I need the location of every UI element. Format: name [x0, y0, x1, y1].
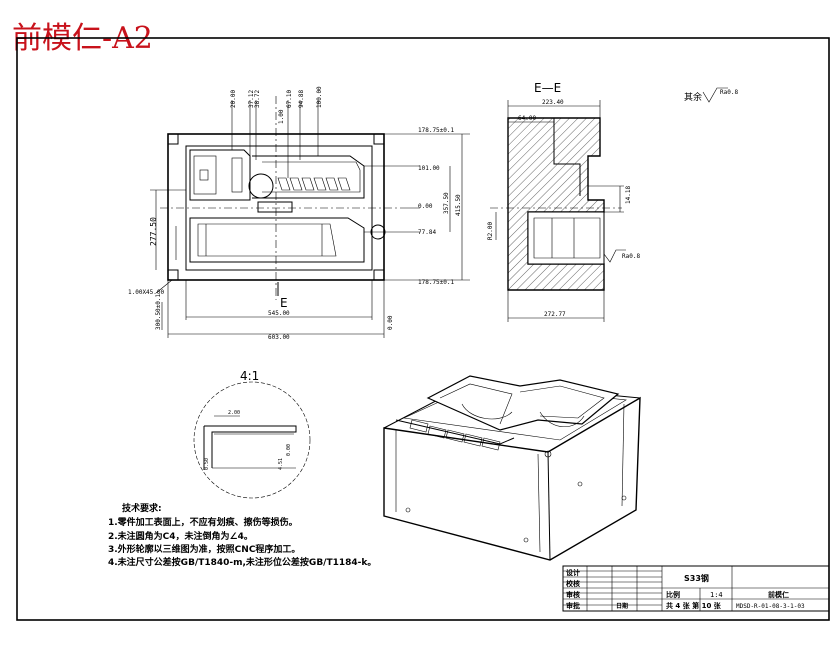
plan-right-dim-4: 77.84	[418, 229, 436, 236]
plan-top-dim-1: 20.00	[230, 90, 237, 108]
section-top-overall: 223.40	[542, 99, 564, 106]
tb-drawing-number: MDSD-R-01-08-3-1-03	[736, 603, 805, 610]
plan-view	[160, 96, 400, 300]
section-label: E—E	[534, 81, 561, 95]
plan-bottom-overall: 603.00	[268, 334, 290, 341]
plan-bottom-inner: 545.00	[268, 310, 290, 317]
section-left-dim: R2.00	[487, 222, 494, 240]
section-mark-bottom: E	[280, 296, 288, 310]
title-block: 设计 校核 审核 审批 日期 S33钢 比例 1:4 前模仁 共 4 张 第 1…	[562, 565, 830, 612]
roughness-rest-value: Ra0.8	[720, 89, 738, 96]
plan-top-dim-3: 38.72	[254, 90, 261, 108]
tech-req-item-2: 2.未注圆角为C4，未注倒角为∠4。	[108, 530, 253, 542]
detail-dim-3: 4.51	[278, 458, 284, 470]
isometric-view	[383, 375, 641, 561]
plan-top-dim-6: 100.00	[316, 86, 323, 108]
roughness-rest-label: 其余	[684, 91, 702, 103]
section-view: E—E 223.40 64.00 14.18 R2.00 272.77	[487, 81, 640, 322]
plan-top-dim-4: 67.10	[286, 90, 293, 108]
plan-right-dim-1: 178.75±0.1	[418, 127, 455, 134]
plan-right-overall: 415.50	[455, 194, 462, 216]
tb-scale-label: 比例	[666, 590, 680, 599]
tb-designer-label: 设计	[566, 568, 580, 577]
plan-top-dim-2: 37.12	[248, 90, 255, 108]
tb-material: S33钢	[684, 573, 709, 583]
section-top-inner: 64.00	[518, 115, 536, 122]
plan-right-dim-2: 101.00	[418, 165, 440, 172]
detail-dim-4: 0.00	[286, 444, 292, 456]
roughness-rest: 其余 Ra0.8	[684, 87, 738, 103]
tech-requirements: 技术要求: 1.零件加工表面上，不应有划痕、擦伤等损伤。 2.未注圆角为C4，未…	[108, 502, 376, 568]
plan-right-dim-5: 178.75±0.1	[418, 279, 455, 286]
plan-center-mark: 1.00	[278, 109, 285, 124]
tech-req-item-3: 3.外形轮廓以三维图为准，按照CNC程序加工。	[108, 543, 300, 555]
detail-view: 4:1 2.00 0.50 4.51 0.00	[193, 369, 311, 499]
plan-right-inner: 357.50	[443, 192, 450, 214]
tb-part-name: 前模仁	[768, 590, 789, 599]
tb-date-label: 日期	[616, 602, 628, 610]
tb-review-label: 审核	[566, 590, 580, 599]
tb-approve-label: 审批	[566, 601, 580, 610]
detail-dim-1: 2.00	[228, 410, 240, 416]
tb-sheet-info: 共 4 张 第 10 张	[666, 601, 722, 610]
plan-view-dimensions: 20.00 37.12 38.72 67.10 94.88 100.00 1.0…	[128, 86, 470, 341]
tb-scale-value: 1:4	[710, 591, 723, 599]
plan-bottom-left: 300.50±0.1	[155, 293, 162, 330]
section-bottom-dim: 272.77	[544, 311, 566, 318]
tech-req-heading: 技术要求:	[122, 502, 162, 514]
tech-req-item-4: 4.未注尺寸公差按GB/T1840-m,未注形位公差按GB/T1184-k。	[108, 556, 376, 568]
section-roughness: Ra0.8	[622, 253, 640, 260]
tb-checker-label: 校核	[566, 579, 580, 588]
plan-datum-label: 1.00X45.00	[128, 289, 165, 296]
detail-scale: 4:1	[240, 369, 259, 383]
plan-left-dim: 277.50	[149, 217, 158, 246]
plan-bottom-right: 0.00	[387, 315, 394, 330]
section-right-dim: 14.18	[625, 186, 632, 204]
detail-dim-2: 0.50	[204, 458, 210, 470]
drawing-frame	[16, 37, 830, 621]
tech-req-item-1: 1.零件加工表面上，不应有划痕、擦伤等损伤。	[108, 516, 298, 528]
plan-right-dim-3: 0.00	[418, 203, 433, 210]
plan-top-dim-5: 94.88	[298, 90, 305, 108]
